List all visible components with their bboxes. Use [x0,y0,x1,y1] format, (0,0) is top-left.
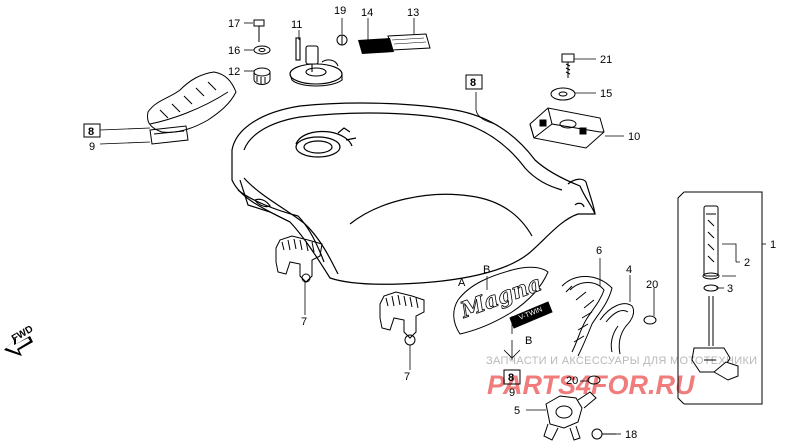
callout-1: 1 [770,239,776,251]
callout-3: 3 [727,283,733,295]
leader-lines [99,18,740,435]
callout-10: 10 [628,131,640,143]
callout-20-lower: 20 [566,375,578,387]
tank-rubber-pad [147,71,237,133]
callout-7-upper: 7 [301,316,307,328]
tank-tape-left [149,125,189,145]
callout-12: 12 [228,66,240,78]
callout-14: 14 [361,7,373,19]
callout-6: 6 [596,245,602,257]
cap-bolt [253,19,265,42]
vent-screw [336,34,348,46]
callout-16: 16 [228,45,240,57]
emblem-label-b2: B [525,335,532,347]
callout-4: 4 [626,264,632,276]
callout-20-upper: 20 [646,279,658,291]
fwd-arrow-icon: FWD [4,324,35,356]
rear-mount-bolt [561,53,575,78]
fuel-tank [231,102,596,285]
callout-9-bottom: 9 [509,387,515,399]
callout-2: 2 [744,257,750,269]
rear-mount-collar [550,87,576,101]
tank-tape-14 [358,38,394,54]
callout-9-left: 9 [89,141,95,153]
hose-clip-20b [587,375,601,385]
callout-21: 21 [600,54,612,66]
callout-17: 17 [228,18,240,30]
emblem-magna: Magna [453,266,549,335]
callout-box-8-top [465,74,483,90]
callout-19: 19 [334,5,346,17]
emblem-label-b1: B [483,264,490,276]
hose-clip-20a [643,315,657,325]
fuel-valve [543,391,597,441]
cap-washer [253,45,271,55]
callout-15: 15 [600,88,612,100]
emblem-label-a: A [458,277,466,289]
tank-damper-lower [379,291,425,346]
callout-18: 18 [625,429,637,441]
tank-tape-13 [387,33,431,51]
tank-damper-upper [275,235,323,283]
callout-11: 11 [291,19,302,31]
fuel-tube-4 [599,303,635,355]
callout-5: 5 [514,405,520,417]
fuel-cock-assembly [677,191,763,405]
callout-8-top: 8 [470,77,476,89]
watermark-text: ЗАПЧАСТИ И АКСЕССУАРЫ ДЛЯ МОТОТЕХНИКИ [486,355,757,367]
callout-7-lower: 7 [404,371,410,383]
fuel-tube-6 [561,276,613,357]
callout-8-bottom: 8 [508,372,514,384]
rear-mount-rubber [529,107,605,149]
cap-collar [253,67,271,85]
callout-13: 13 [407,7,419,19]
callout-box-8-bottom [503,369,521,385]
watermark-logo: PARTS4FOR.RU [487,370,696,400]
filler-cap [289,37,343,87]
callout-8-left: 8 [88,126,94,138]
